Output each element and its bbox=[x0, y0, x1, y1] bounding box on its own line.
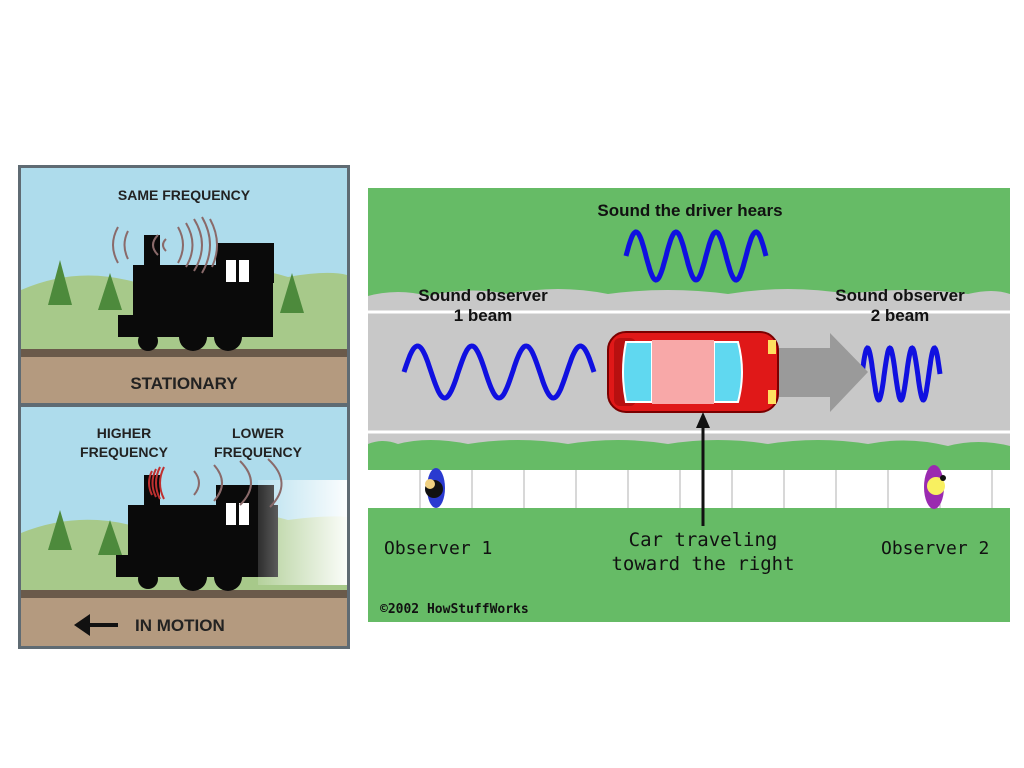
sidewalk bbox=[368, 470, 1010, 508]
observer-1-sound-wave bbox=[401, 343, 597, 401]
same-frequency-label: SAME FREQUENCY bbox=[118, 187, 251, 203]
in-motion-caption: IN MOTION bbox=[135, 616, 225, 635]
compressed-waves-icon bbox=[148, 466, 165, 500]
left-arrow-icon bbox=[74, 614, 118, 636]
driver-sound-wave bbox=[623, 229, 769, 283]
higher-label-line1: HIGHER bbox=[97, 425, 151, 441]
copyright-credit: ©2002 HowStuffWorks bbox=[380, 602, 529, 617]
moving-locomotive-icon bbox=[116, 475, 347, 591]
stationary-caption: STATIONARY bbox=[130, 374, 238, 393]
car-label-line1: Car traveling bbox=[629, 529, 778, 551]
in-motion-scene: HIGHER FREQUENCY LOWER FREQUENCY IN MOTI… bbox=[21, 407, 347, 646]
tree-icon bbox=[48, 260, 304, 313]
observer-2-sound-wave bbox=[859, 345, 943, 403]
car-label-line2: toward the right bbox=[611, 553, 794, 575]
motion-arrow-icon bbox=[778, 333, 868, 412]
train-doppler-panel: SAME FREQUENCY STATIONARY bbox=[18, 165, 350, 649]
car-icon bbox=[607, 331, 779, 413]
observer-1-beam-label-line1: Sound observer bbox=[418, 286, 548, 305]
lower-label-line1: LOWER bbox=[232, 425, 284, 441]
lower-label-line2: FREQUENCY bbox=[214, 444, 303, 460]
driver-sound-label: Sound the driver hears bbox=[597, 201, 782, 220]
car-doppler-panel: Sound the driver hears Sound observer 1 … bbox=[368, 188, 1010, 622]
observer-1-beam-label-line2: 1 beam bbox=[454, 306, 513, 325]
observer-1-label: Observer 1 bbox=[384, 538, 492, 559]
stationary-scene: SAME FREQUENCY STATIONARY bbox=[21, 168, 347, 403]
higher-label-line2: FREQUENCY bbox=[80, 444, 169, 460]
car-pointer-arrow-icon bbox=[696, 412, 710, 526]
car-diagram: Sound the driver hears Sound observer 1 … bbox=[368, 188, 1010, 622]
tree-icon bbox=[48, 510, 122, 555]
observer-2-label: Observer 2 bbox=[881, 538, 989, 559]
train-diagram: SAME FREQUENCY STATIONARY bbox=[18, 165, 350, 649]
observer-2-beam-label-line2: 2 beam bbox=[871, 306, 930, 325]
sound-waves-icon bbox=[112, 216, 218, 274]
observer-1-icon bbox=[425, 468, 445, 508]
stretched-waves-icon bbox=[193, 458, 283, 508]
observer-2-beam-label-line1: Sound observer bbox=[835, 286, 965, 305]
observer-2-icon bbox=[924, 465, 946, 509]
locomotive-icon bbox=[118, 235, 274, 351]
